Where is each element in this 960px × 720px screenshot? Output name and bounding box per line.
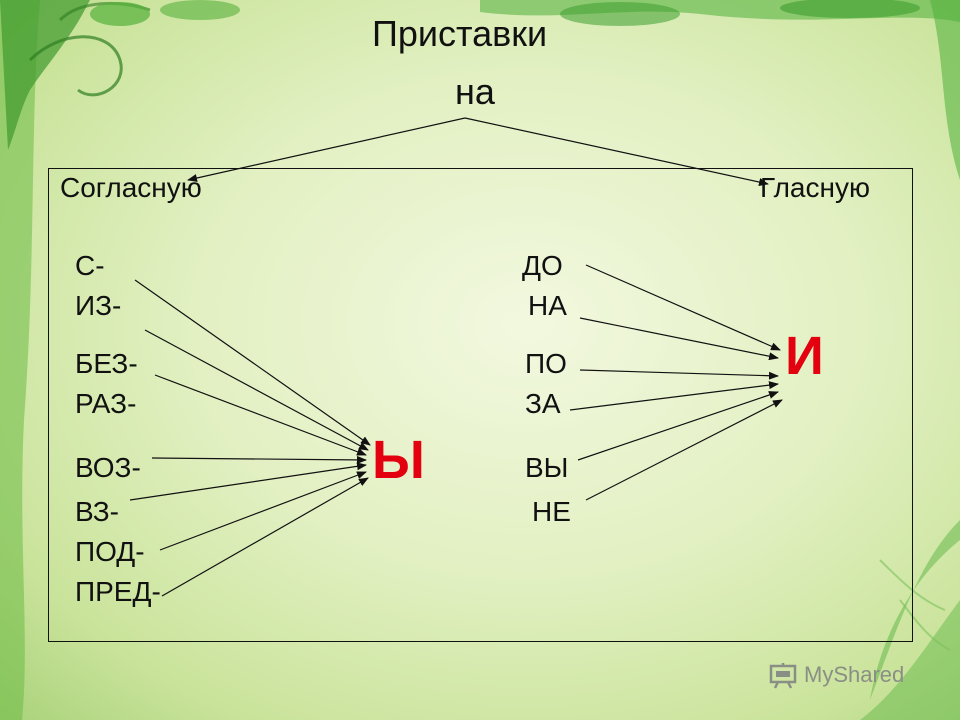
consonant-prefix: ИЗ- [75,290,122,321]
page-subtitle: на [455,71,495,112]
vowel-prefix: ПО [525,348,567,379]
diagram-frame [48,168,913,642]
arrow-pred-to-y [161,477,369,597]
vowel-prefix: ВЫ [525,452,569,483]
arrow-po-to-i [579,369,779,380]
watermark-text: MyShared [804,662,905,687]
arrow-title-to-vowel [464,117,769,186]
page-title: Приставки [372,13,548,54]
vowel-prefix: НЕ [532,496,571,527]
arrow-do-to-i [585,264,781,351]
watermark: MyShared [768,658,928,692]
arrow-bez-to-y [154,374,367,456]
arrow-s-to-y [134,279,371,446]
target-letter-y: Ы [372,430,425,490]
arrow-voz-to-y [151,455,367,464]
consonant-prefix: ВЗ- [75,496,119,527]
arrow-iz-to-y [144,329,369,451]
arrow-na-to-i [579,317,779,361]
arrow-pod-to-y [159,471,367,551]
category-vowel: Гласную [760,172,870,203]
vowel-prefix: ДО [522,250,563,281]
arrow-za-to-i [569,381,779,411]
category-consonant: Согласную [60,172,202,203]
arrow-vz-to-y [129,462,367,501]
consonant-prefix: ПРЕД- [75,576,161,607]
arrow-vy-to-i [577,391,779,461]
consonant-prefix: БЕЗ- [75,348,138,379]
target-letter-i: И [785,326,824,386]
consonant-prefix: ПОД- [75,536,145,567]
consonant-prefix: РАЗ- [75,388,137,419]
consonant-prefix: С- [75,250,105,281]
vowel-prefix: НА [528,290,567,321]
arrow-title-to-consonant [187,117,466,182]
arrow-ne-to-i [585,399,783,501]
vowel-prefix: ЗА [525,388,561,419]
consonant-prefix: ВОЗ- [75,452,141,483]
presentation-icon [769,663,797,689]
